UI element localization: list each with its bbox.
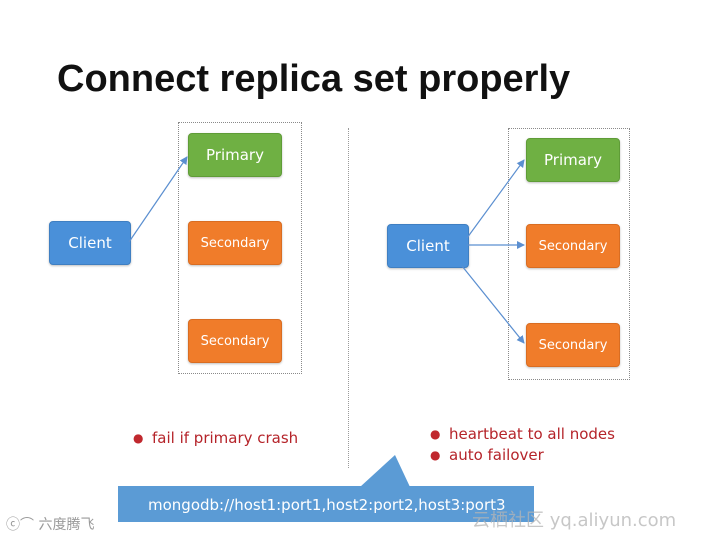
left-client-to-primary-arrow <box>128 156 188 243</box>
right-client-to-secondary-2-arrow <box>461 265 525 344</box>
right-client-to-primary-arrow <box>466 159 525 239</box>
right-secondary-node-2: Secondary <box>526 323 620 367</box>
left-secondary-node-2: Secondary <box>188 319 282 363</box>
left-client-node: Client <box>49 221 131 265</box>
right-secondary-node-1: Secondary <box>526 224 620 268</box>
right-notes-list: ● heartbeat to all nodes ● auto failover <box>427 424 615 466</box>
section-divider <box>348 128 349 468</box>
left-secondary-node-1: Secondary <box>188 221 282 265</box>
connection-string: mongodb://host1:port1,host2:port2,host3:… <box>148 496 506 514</box>
right-primary-node: Primary <box>526 138 620 182</box>
list-item: ● auto failover <box>430 446 544 464</box>
list-item: ● heartbeat to all nodes <box>430 425 615 443</box>
left-primary-node: Primary <box>188 133 282 177</box>
watermark-logo-icon: ⓒ⌒ <box>6 517 34 533</box>
watermark-right: 云栖社区 yq.aliyun.com <box>472 510 677 531</box>
left-notes-list: ● fail if primary crash <box>130 428 298 449</box>
list-item: ● fail if primary crash <box>133 429 299 447</box>
left-replica-set-group <box>178 122 302 374</box>
page-title: Connect replica set properly <box>57 58 571 100</box>
watermark-left: ⓒ⌒ 六度腾飞 <box>6 517 95 533</box>
right-client-node: Client <box>387 224 469 268</box>
right-replica-set-group <box>508 128 630 380</box>
connection-string-callout <box>118 486 534 522</box>
